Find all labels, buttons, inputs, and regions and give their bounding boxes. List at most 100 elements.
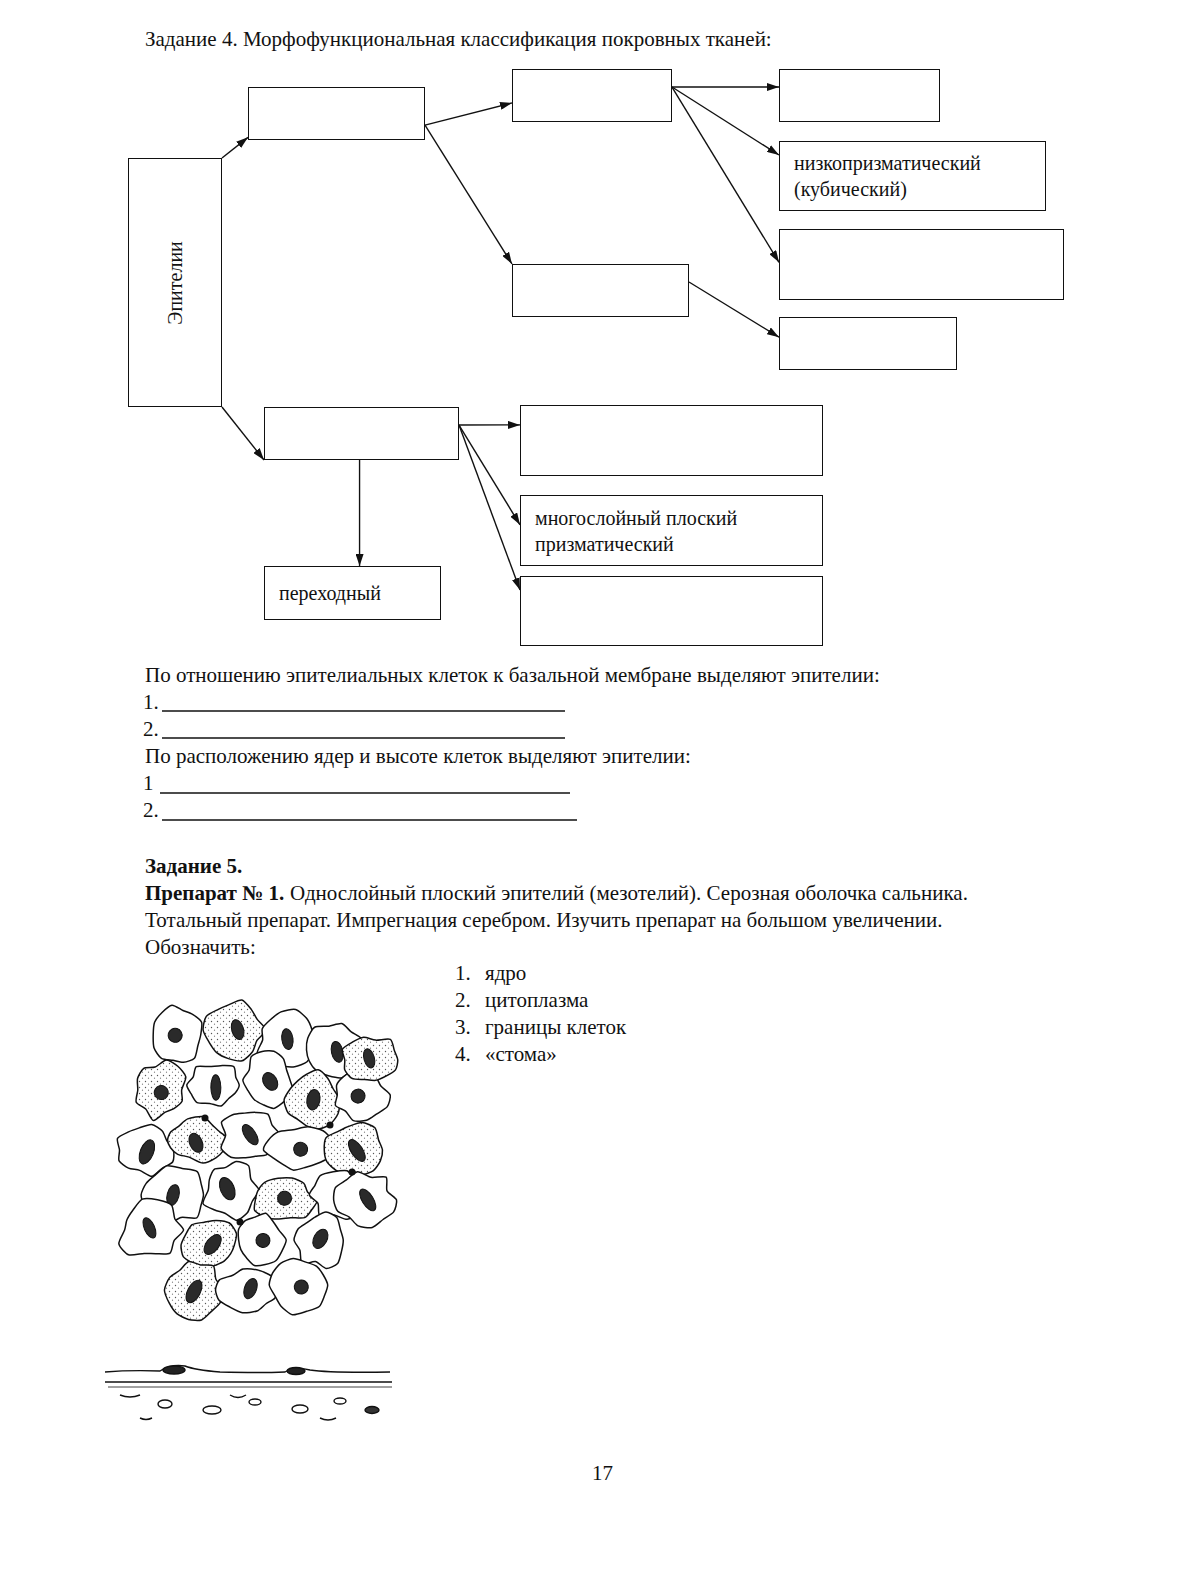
nucleus (201, 1232, 225, 1258)
connective-tissue-element (334, 1398, 346, 1404)
stoma (327, 1122, 334, 1129)
cell-outline (153, 1005, 202, 1062)
nucleus (280, 1028, 294, 1050)
cell-outline (203, 1000, 266, 1061)
list-number: 3. (455, 1014, 471, 1041)
answer-number: 1 (143, 770, 154, 797)
cell-outline (203, 1161, 259, 1220)
cell-outline (263, 1127, 332, 1170)
nucleus (211, 1075, 221, 1101)
cell-outline (168, 1116, 230, 1163)
blank-box (512, 69, 672, 122)
list-number: 1. (455, 960, 471, 987)
mesothelium-section (105, 1366, 392, 1420)
blank-box (779, 229, 1064, 300)
nucleus (275, 1188, 295, 1208)
nucleus (259, 1070, 280, 1093)
connective-tissue-element (292, 1405, 308, 1413)
nucleus (356, 1186, 379, 1213)
blank-box (248, 87, 425, 140)
nucleus (253, 1231, 273, 1251)
arrow-connector (359, 460, 360, 566)
nucleus (351, 1089, 366, 1104)
nucleus (216, 1175, 238, 1202)
specimen-description: Однослойный плоский эпителий (мезотелий)… (145, 880, 1030, 961)
list-item: ядро (485, 960, 526, 987)
basement-membrane (105, 1381, 392, 1382)
box-text: низкопризматический (кубический) (794, 150, 1031, 202)
root-box: Эпителии (128, 158, 222, 407)
cell-outline (324, 1122, 382, 1175)
page-number: 17 (592, 1460, 613, 1487)
arrow-connector (425, 125, 512, 264)
blank-box (779, 69, 940, 122)
blank-box (779, 317, 957, 370)
cell-outline (119, 1199, 184, 1255)
nucleus (136, 1138, 158, 1166)
basement-membrane (108, 1387, 392, 1388)
nucleus (183, 1278, 206, 1306)
task-heading: Задание 5. (145, 853, 242, 880)
nucleus (140, 1216, 158, 1240)
cell-outline (238, 1213, 286, 1265)
answer-line (162, 710, 565, 711)
cell-layer-line (105, 1366, 390, 1373)
category-box: переходный (264, 566, 441, 620)
nucleus (310, 1227, 331, 1251)
connective-tissue-element (158, 1400, 172, 1408)
cell-outline (342, 1037, 398, 1080)
specimen-heading: Препарат № 1. (145, 880, 284, 907)
nucleus (292, 1141, 309, 1158)
connective-tissue-fibres (120, 1395, 336, 1420)
list-item: цитоплазма (485, 987, 588, 1014)
answer-line (162, 737, 565, 738)
arrow-connector (459, 425, 520, 525)
nucleus (163, 1366, 185, 1374)
category-box: низкопризматический (кубический) (779, 141, 1046, 211)
list-item: «стома» (485, 1041, 557, 1068)
cell-outline (334, 1172, 397, 1228)
blank-box (512, 264, 689, 317)
nucleus (239, 1122, 261, 1147)
nucleus (152, 1083, 171, 1102)
cell-outline (187, 1066, 239, 1107)
answer-number: 1. (143, 689, 159, 716)
nucleus (287, 1368, 305, 1375)
list-number: 4. (455, 1041, 471, 1068)
stoma (202, 1115, 209, 1122)
arrow-connector (672, 86, 779, 87)
nucleus (345, 1137, 368, 1164)
nucleus (241, 1277, 259, 1301)
box-text: переходный (279, 580, 426, 606)
arrow-connector (222, 137, 248, 158)
arrow-connector (459, 425, 520, 590)
cell-outline (269, 1259, 327, 1315)
box-text: Эпителии (162, 241, 188, 325)
nucleus (305, 1089, 321, 1111)
list-number: 2. (455, 987, 471, 1014)
connective-tissue-element (249, 1399, 261, 1405)
arrow-connector (459, 424, 520, 426)
connective-tissue-element (365, 1407, 379, 1414)
connective-tissue-element (203, 1406, 221, 1414)
arrow-connector (672, 87, 779, 262)
nucleus (186, 1131, 206, 1154)
question-text: По отношению эпителиальных клеток к база… (145, 662, 880, 689)
blank-box (520, 576, 823, 646)
arrow-connector (222, 407, 264, 460)
nucleus (229, 1018, 246, 1041)
arrow-connector (425, 103, 512, 125)
answer-line (162, 819, 577, 820)
answer-number: 2. (143, 716, 159, 743)
stoma (237, 1219, 244, 1226)
blank-box (520, 405, 823, 476)
cell-outline (284, 1070, 340, 1129)
blank-box (264, 407, 459, 460)
nucleus (166, 1027, 183, 1044)
nucleus (293, 1279, 310, 1296)
stoma (349, 1169, 356, 1176)
cell-outline (216, 1269, 279, 1313)
arrow-connector (689, 282, 779, 337)
mesothelium-surface-view (117, 1000, 397, 1321)
